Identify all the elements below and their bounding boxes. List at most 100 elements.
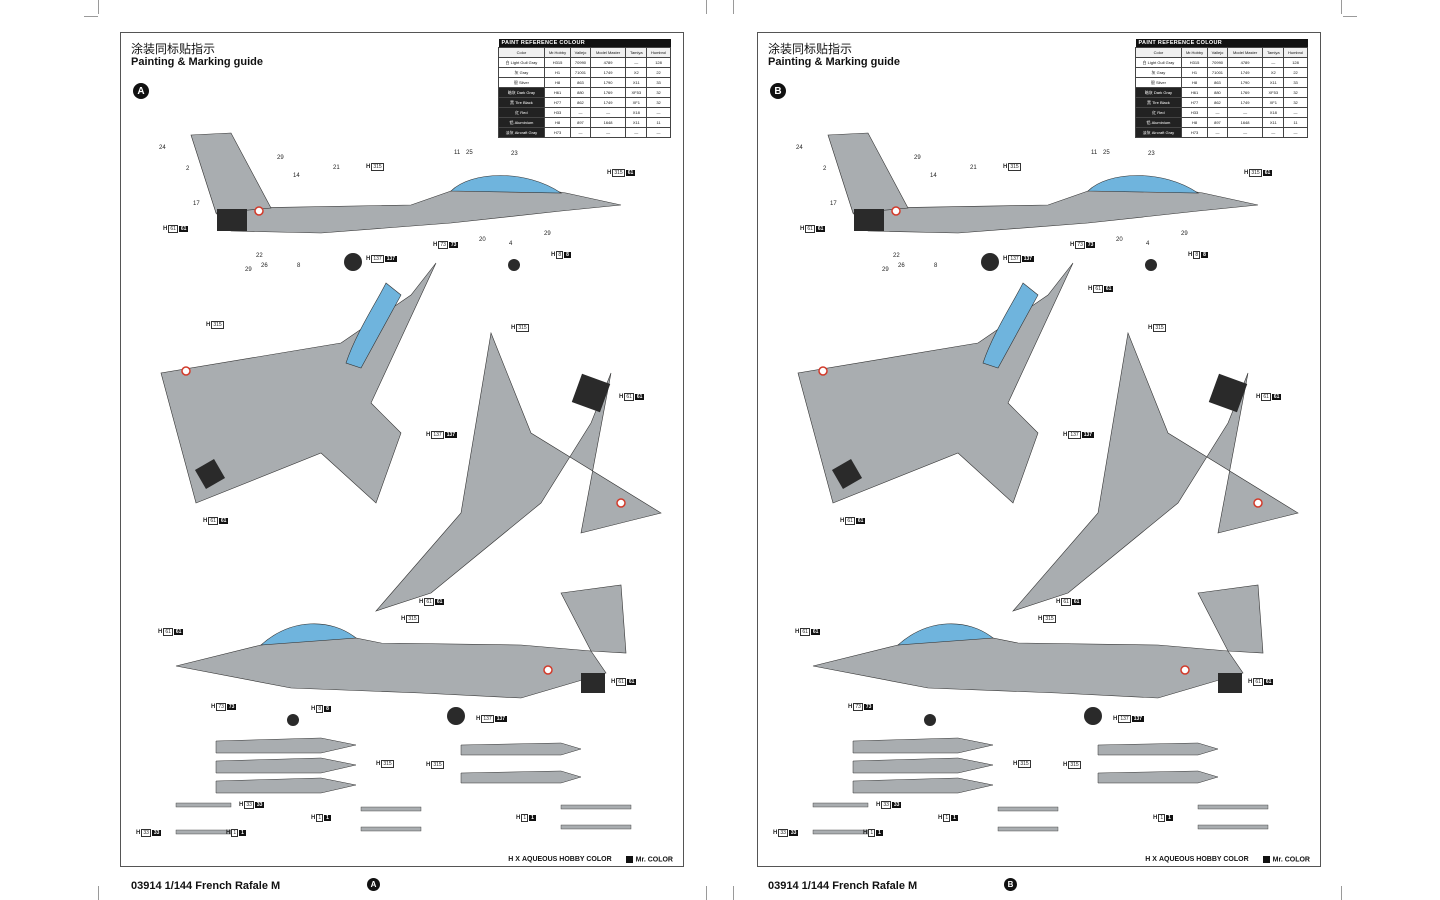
page-title-cn: 涂装同标贴指示: [131, 42, 216, 56]
legend-aqueous-label: AQUEOUS HOBBY COLOR: [1158, 855, 1249, 863]
crop-mark: [733, 886, 734, 900]
crop-mark: [84, 16, 98, 17]
instruction-page-b: 涂装同标贴指示 Painting & Marking guide B PAINT…: [757, 32, 1321, 892]
part-number: 29: [914, 155, 921, 161]
part-number: 8: [297, 263, 301, 269]
part-number: 2: [186, 166, 190, 172]
crop-mark: [706, 886, 707, 900]
part-number: 29: [277, 155, 284, 161]
crop-mark: [706, 0, 707, 14]
crop-mark: [98, 886, 99, 900]
missiles: [175, 802, 632, 835]
part-number: 20: [1116, 237, 1123, 243]
part-number: 22: [256, 253, 263, 259]
part-number: 26: [898, 263, 905, 269]
crop-mark: [1343, 16, 1357, 17]
page-title-en: Painting & Marking guide: [131, 56, 264, 68]
part-number: 4: [509, 241, 513, 247]
part-number: 14: [930, 173, 937, 179]
part-number: 23: [511, 151, 518, 157]
part-number: 22: [893, 253, 900, 259]
part-number: 2: [823, 166, 827, 172]
paint-reference-table: PAINT REFERENCE COLOUR Color Mr.Hobby Va…: [498, 39, 671, 138]
rafale-side-profile-right: [175, 584, 627, 726]
paint-reference-table: PAINT REFERENCE COLOUR Color Mr.Hobby Va…: [1135, 39, 1308, 138]
external-fuel-tanks: [215, 737, 582, 794]
part-number: 24: [796, 145, 803, 151]
rafale-top-view: [160, 262, 437, 504]
part-number: 25: [466, 150, 473, 156]
instruction-page-a: 涂装同标贴指示 Painting & Marking guide A PAINT…: [120, 32, 684, 892]
kit-footer: 03914 1/144 French Rafale M: [768, 880, 918, 892]
part-number: 24: [159, 145, 166, 151]
part-number: 29: [245, 267, 252, 273]
part-number: 26: [261, 263, 268, 269]
legend-mr-color-label: Mr. COLOR: [635, 856, 673, 863]
page-title-en: Painting & Marking guide: [768, 56, 901, 68]
part-number: 20: [479, 237, 486, 243]
rafale-bottom-view: [375, 331, 662, 612]
part-number: 21: [970, 165, 977, 171]
missiles: [812, 802, 1269, 835]
scheme-badge: B: [770, 83, 786, 99]
part-number: 21: [333, 165, 340, 171]
part-number: 14: [293, 173, 300, 179]
part-number: 29: [544, 231, 551, 237]
crop-mark: [98, 0, 99, 14]
part-number: 17: [193, 201, 200, 207]
rafale-side-profile-left: [827, 132, 1259, 271]
footer-scheme-badge: A: [367, 878, 380, 891]
scheme-badge: A: [133, 83, 149, 99]
page-title-cn: 涂装同标贴指示: [768, 42, 853, 56]
paint-table-caption: PAINT REFERENCE COLOUR: [1135, 39, 1308, 48]
part-number: 11: [454, 150, 461, 156]
part-number: 29: [1181, 231, 1188, 237]
footer-scheme-badge: B: [1004, 878, 1017, 891]
